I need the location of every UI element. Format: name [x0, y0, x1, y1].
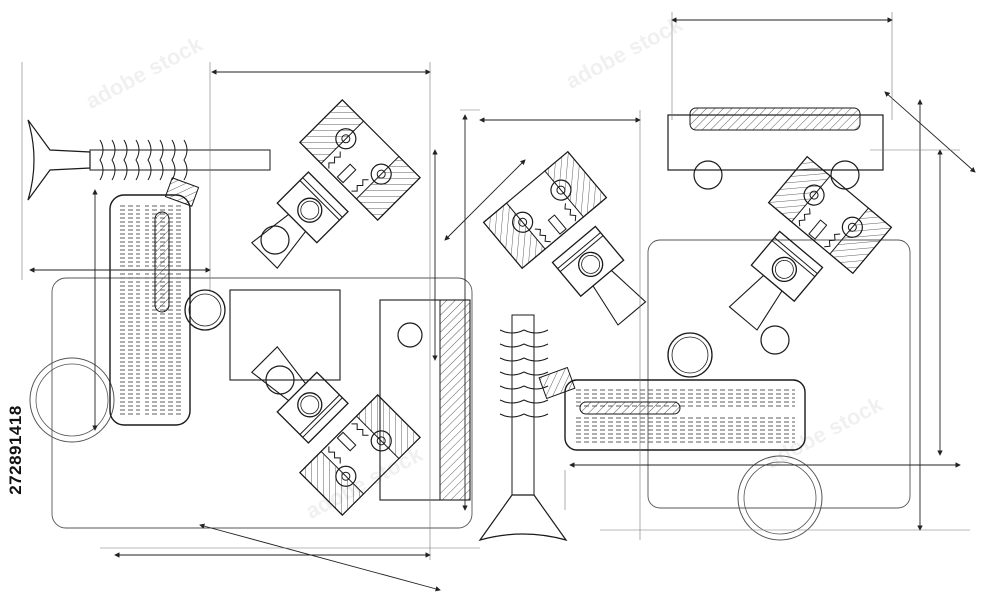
- right-engine-view: [444, 12, 976, 542]
- stock-id-text: 272891418: [6, 405, 25, 495]
- left-engine-view: [21, 62, 480, 592]
- stock-id-label: 272891418: [6, 300, 26, 600]
